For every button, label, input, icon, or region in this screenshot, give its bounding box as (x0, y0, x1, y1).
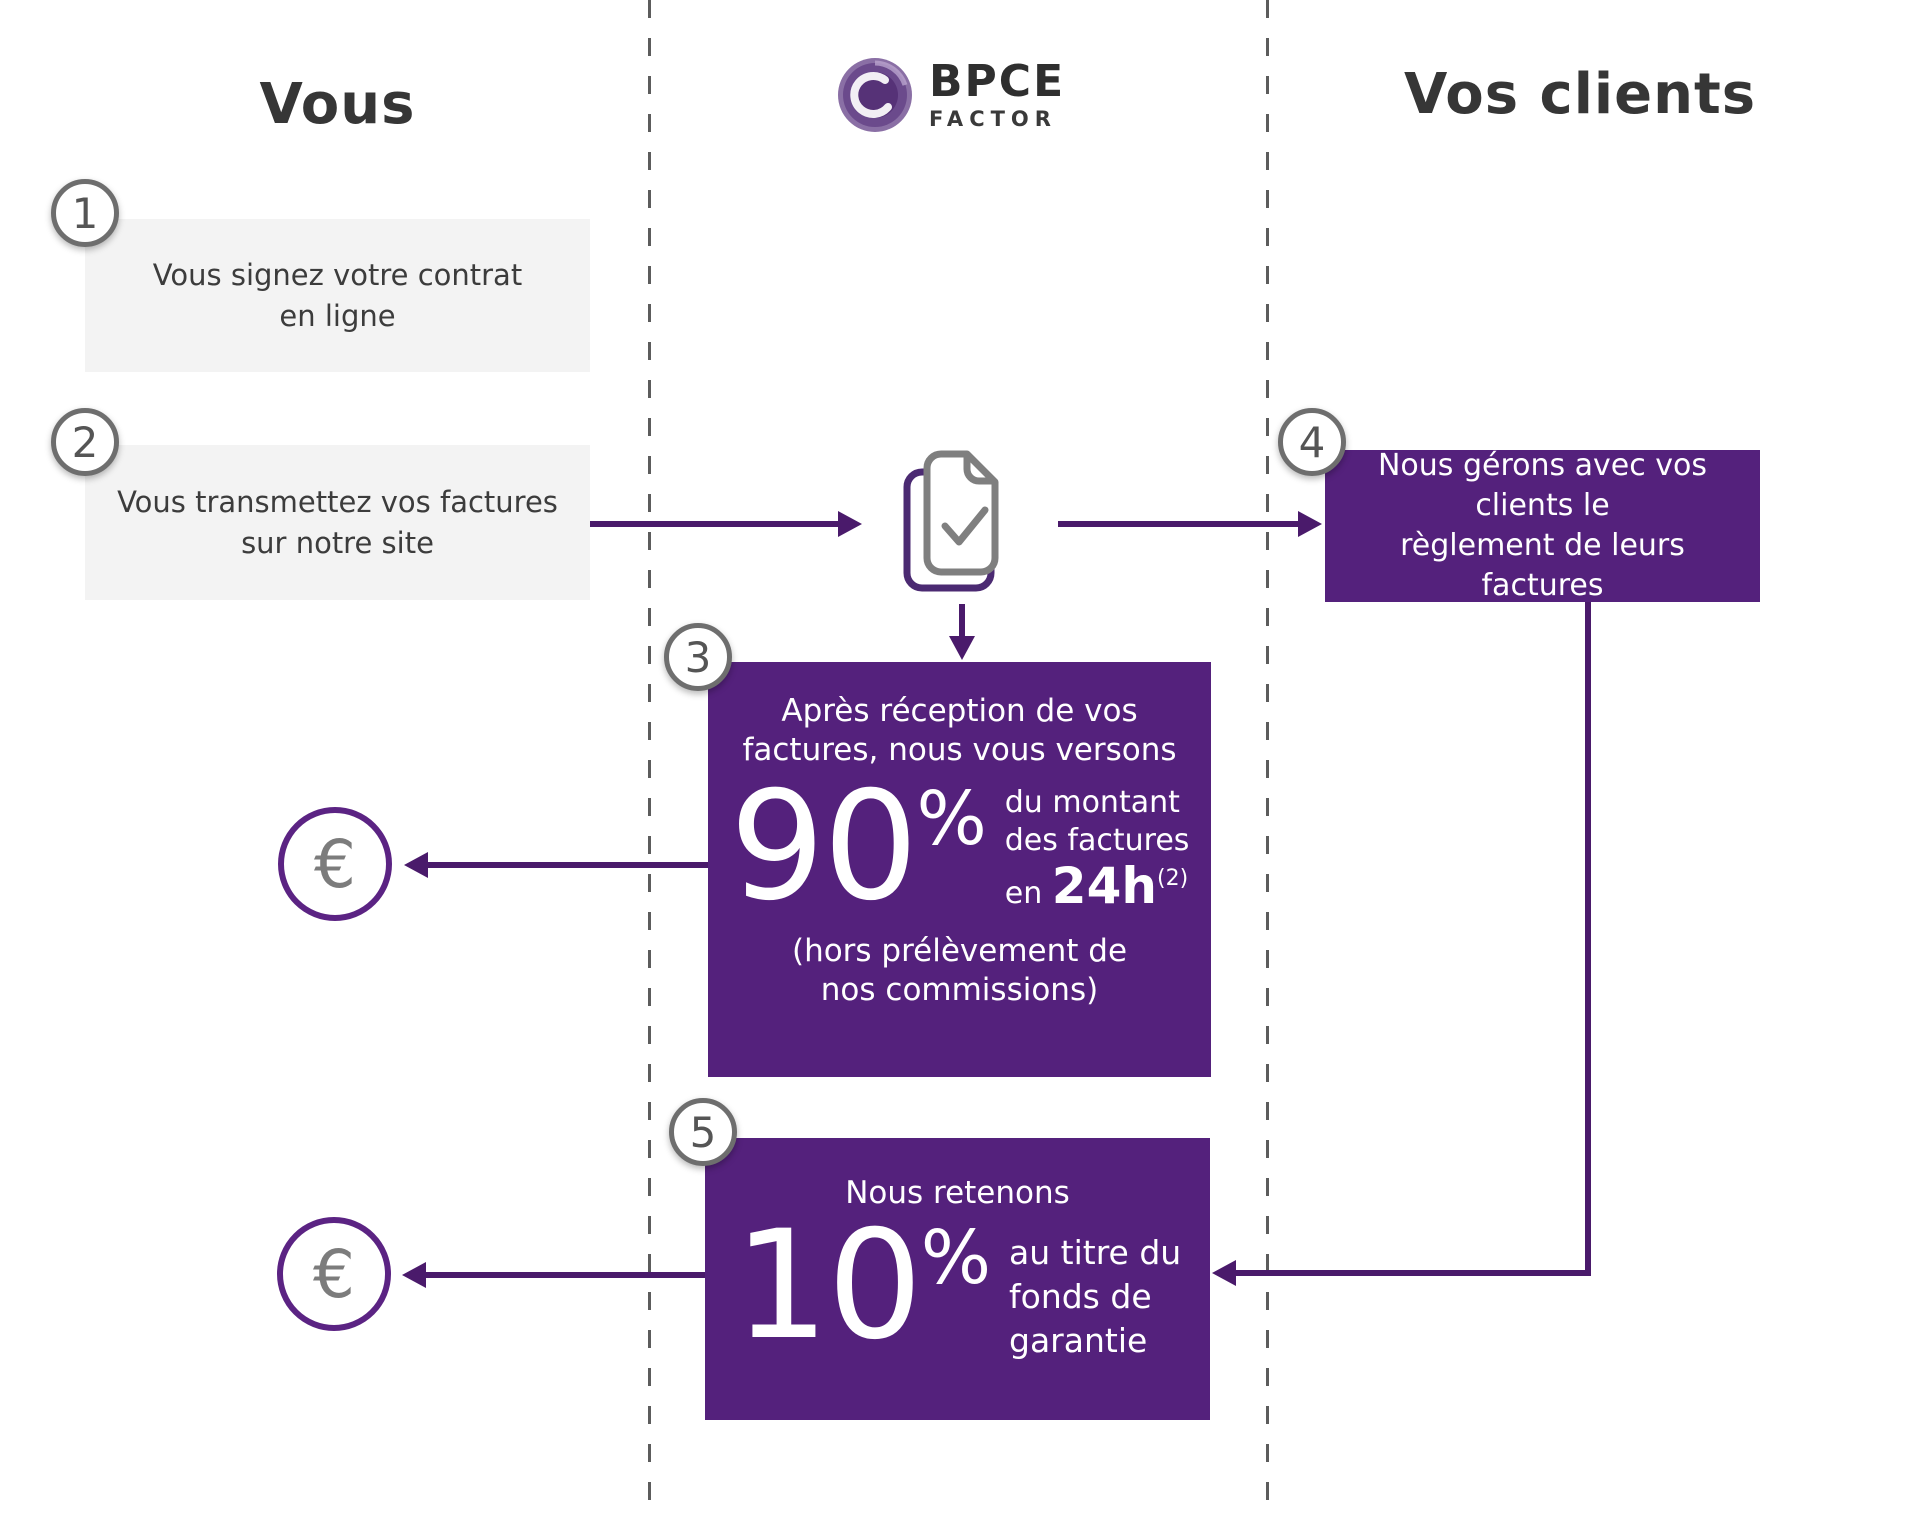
step-4-number: 4 (1298, 417, 1326, 467)
step-2-line2: sur notre site (241, 525, 434, 560)
column-title-vos-clients: Vos clients (1403, 62, 1757, 127)
arrow-doc-to-step3-line (959, 604, 965, 640)
arrow-step5-to-euro-head (402, 1262, 426, 1288)
step-3-figure: 90 % du montant des factures en 24h(2) (708, 760, 1211, 934)
step-3-number: 3 (684, 632, 712, 682)
logo-sub: FACTOR (929, 106, 1057, 131)
step-3-side-sup: (2) (1156, 866, 1189, 891)
step-3-box: Après réception de vos factures, nous vo… (708, 662, 1211, 1077)
step-5-intro: Nous retenons (845, 1175, 1070, 1211)
step-4-box: Nous gérons avec vos clients le règlemen… (1325, 448, 1760, 603)
step-3-note-line2: nos commissions) (820, 972, 1099, 1008)
step-5-badge: 5 (669, 1098, 737, 1166)
step-3-note: (hors prélèvement de nos commissions) (708, 932, 1211, 1010)
step-3-intro-line1: Après réception de vos (781, 693, 1138, 729)
step-3-side-line3: en 24h(2) (1005, 860, 1190, 913)
step-5-side-line1: au titre du (1009, 1233, 1182, 1272)
connector-step4-step5-head (1212, 1260, 1236, 1286)
step-5-value: 10 (733, 1199, 923, 1373)
connector-step4-step5-vertical (1585, 602, 1591, 1276)
step-1-badge: 1 (51, 179, 119, 247)
column-divider-left (648, 0, 651, 1519)
connector-step4-step5-horizontal (1230, 1270, 1591, 1276)
arrow-doc-to-step4-line (1058, 521, 1302, 527)
step-2-line1: Vous transmettez vos factures (117, 484, 558, 519)
euro-circle-1: € (278, 807, 392, 921)
step-1-number: 1 (71, 188, 99, 238)
step-5-number: 5 (689, 1107, 717, 1157)
arrow-doc-to-step3-head (949, 636, 975, 660)
step-5-figure: 10 % au titre du fonds de garantie (705, 1199, 1210, 1373)
arrow-step3-to-euro-line (420, 862, 708, 868)
bpce-swirl-icon (838, 58, 912, 132)
arrow-step2-to-doc-head (838, 511, 862, 537)
step-2-box: Vous transmettez vos factures sur notre … (85, 445, 590, 600)
step-3-side-text: du montant des factures en 24h(2) (1005, 784, 1190, 913)
step-3-intro-line2: factures, nous vous versons (742, 732, 1177, 768)
arrow-step5-to-euro-line (418, 1272, 705, 1278)
step-3-badge: 3 (664, 623, 732, 691)
step-5-side-line3: garantie (1009, 1321, 1148, 1360)
step-4-line2: règlement de leurs factures (1400, 528, 1685, 603)
logo-text: BPCE FACTOR (929, 55, 1066, 131)
column-divider-right (1266, 0, 1269, 1519)
step-3-side-line1: du montant (1004, 785, 1180, 820)
step-5-box: Nous retenons 10 % au titre du fonds de … (705, 1138, 1210, 1420)
step-2-number: 2 (71, 417, 99, 467)
step-5-side-line2: fonds de (1009, 1277, 1152, 1316)
euro-icon: € (314, 825, 356, 903)
bpce-factor-logo: BPCE FACTOR (835, 55, 1065, 135)
step-3-side-line2: des factures (1004, 823, 1190, 858)
step-5-side-text: au titre du fonds de garantie (1009, 1231, 1181, 1363)
step-1-line2: en ligne (279, 298, 396, 333)
step-3-side-en: en (1004, 876, 1043, 911)
logo-brand: BPCE (929, 55, 1066, 107)
step-5-percent: % (920, 1215, 992, 1301)
step-4-line1: Nous gérons avec vos clients le (1377, 448, 1708, 523)
step-1-box: Vous signez votre contrat en ligne (85, 219, 590, 372)
step-3-percent: % (916, 776, 987, 862)
euro-circle-2: € (277, 1217, 391, 1331)
step-4-badge: 4 (1278, 408, 1346, 476)
invoice-check-icon (893, 446, 1017, 602)
arrow-step2-to-doc-line (590, 521, 840, 527)
euro-icon: € (313, 1235, 355, 1313)
step-3-intro: Après réception de vos factures, nous vo… (708, 662, 1211, 770)
step-3-side-24h: 24h (1051, 857, 1157, 915)
column-title-vous: Vous (259, 72, 416, 137)
step-3-note-line1: (hors prélèvement de (791, 933, 1128, 969)
step-3-value: 90 (729, 760, 919, 934)
step-2-badge: 2 (51, 408, 119, 476)
step-1-line1: Vous signez votre contrat (152, 257, 523, 292)
arrow-step3-to-euro-head (404, 852, 428, 878)
arrow-doc-to-step4-head (1298, 511, 1322, 537)
